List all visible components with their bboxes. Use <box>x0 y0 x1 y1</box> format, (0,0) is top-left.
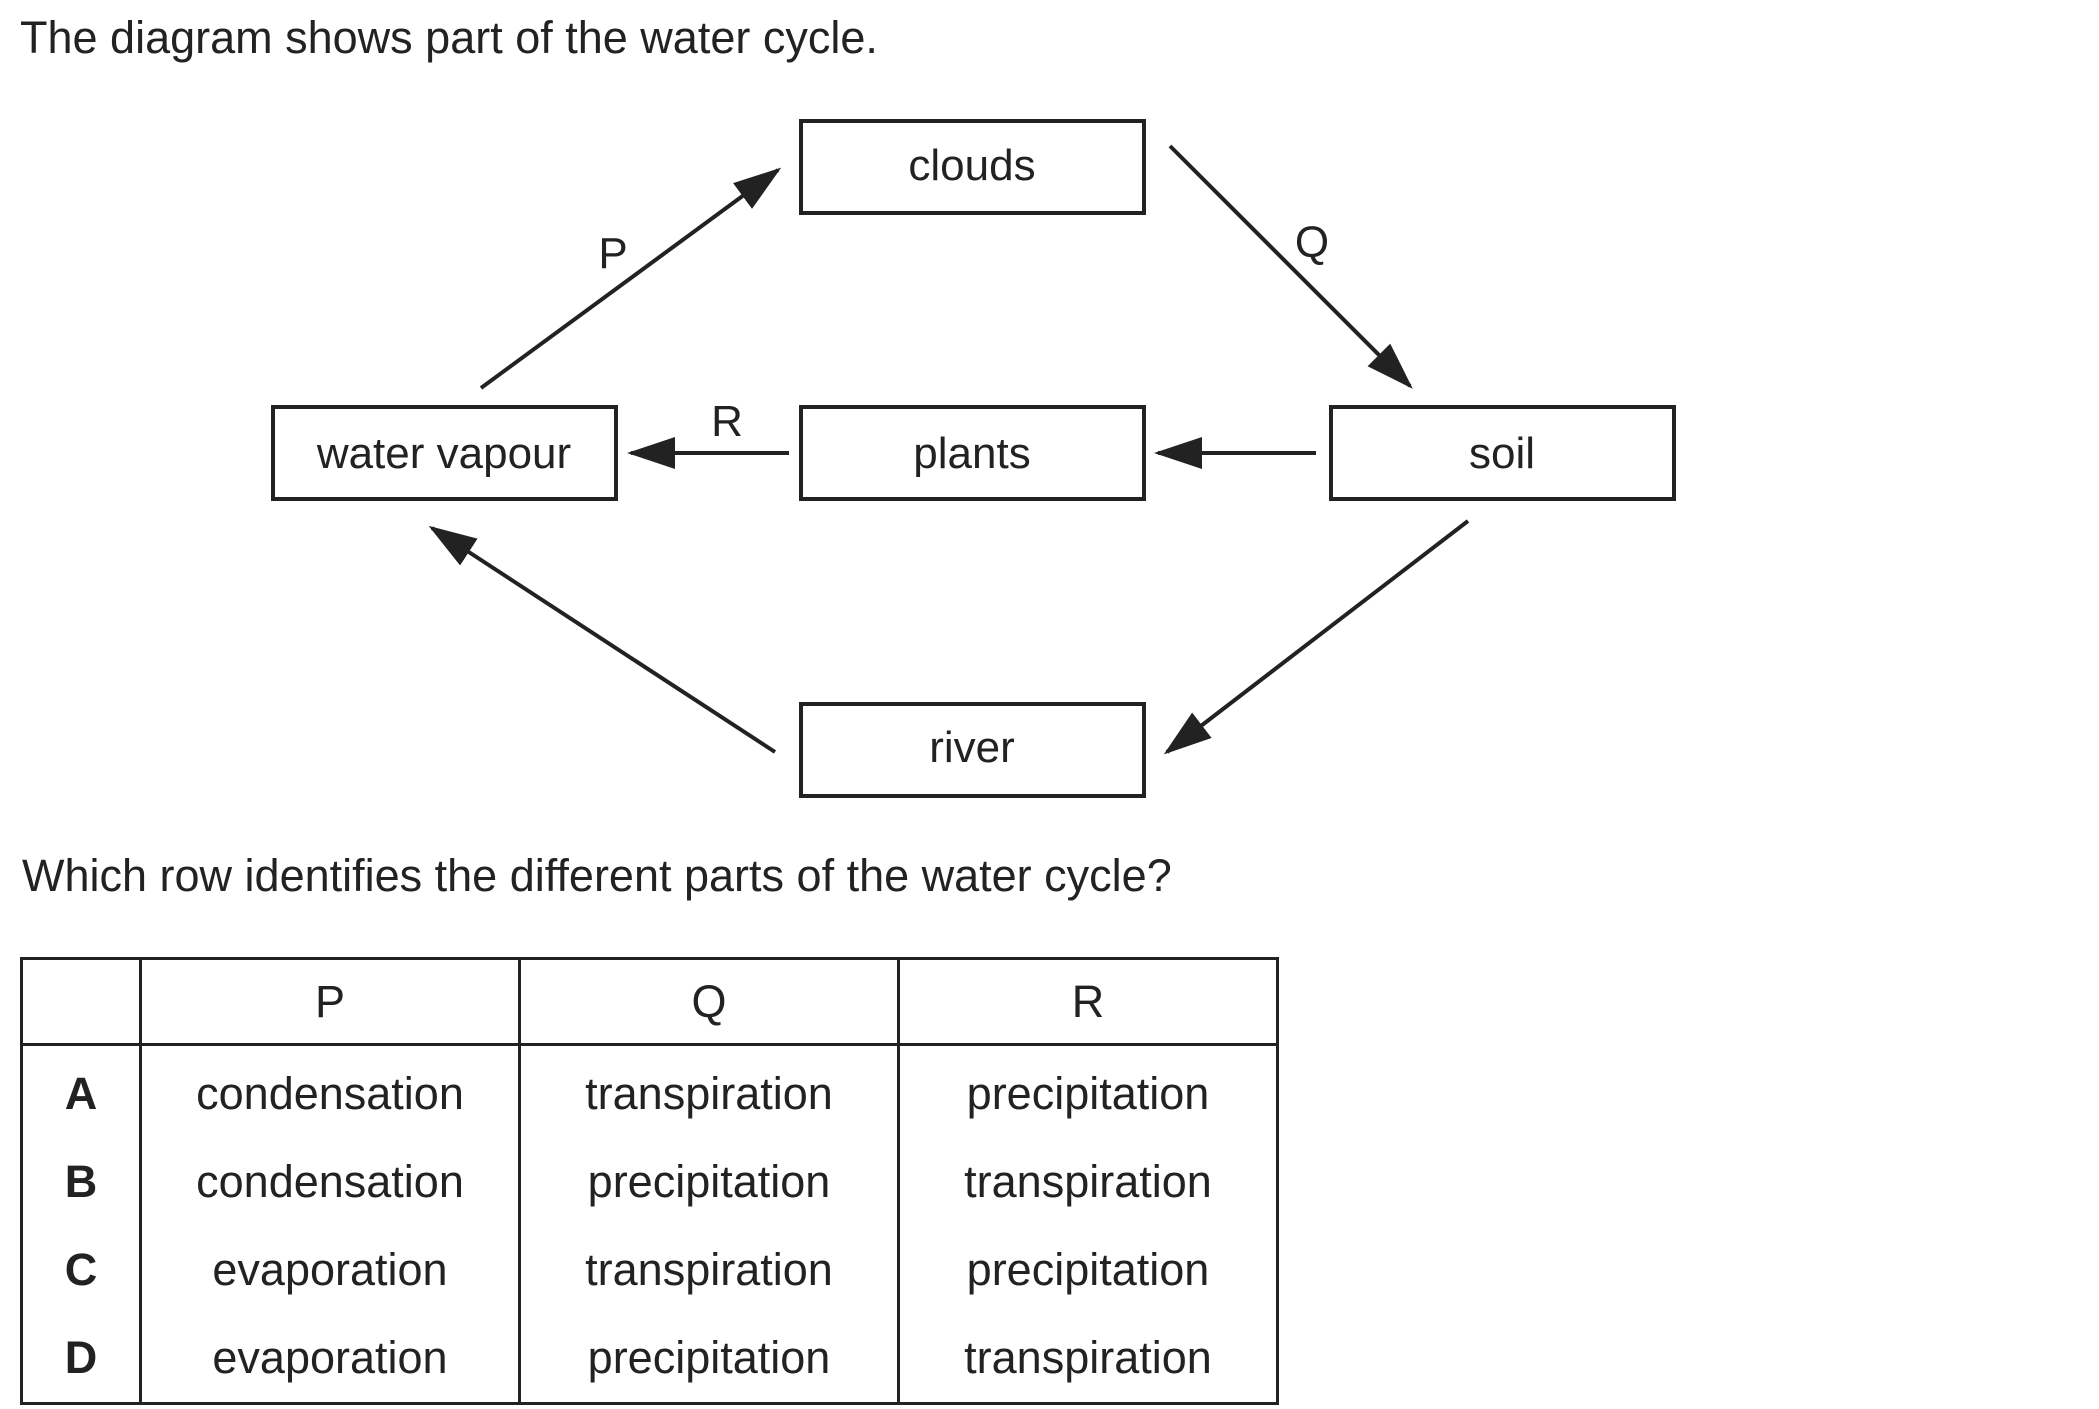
cell-q: transpiration <box>518 1226 900 1314</box>
node-water-vapour: water vapour <box>271 405 618 501</box>
header-blank <box>20 957 142 1046</box>
arrow-p-water-vapour-to-clouds <box>479 167 782 390</box>
row-key-a: A <box>20 1044 142 1138</box>
node-river: river <box>799 702 1146 798</box>
node-plants: plants <box>799 405 1146 501</box>
header-q: Q <box>518 957 900 1046</box>
row-key-c: C <box>20 1226 142 1314</box>
arrow-river-to-water-vapour <box>428 525 777 754</box>
cell-p: evaporation <box>139 1226 521 1314</box>
answer-table: P Q R A condensation transpiration preci… <box>20 957 1279 1405</box>
arrow-q-clouds-to-soil <box>1168 144 1413 389</box>
header-r: R <box>897 957 1279 1046</box>
arrow-soil-to-river <box>1163 519 1470 755</box>
arrow-label-q: Q <box>1295 218 1329 267</box>
table-row-d[interactable]: D evaporation precipitation transpiratio… <box>20 1314 1279 1405</box>
cell-r: transpiration <box>897 1138 1279 1226</box>
node-clouds: clouds <box>799 119 1146 215</box>
row-key-b: B <box>20 1138 142 1226</box>
cell-p: condensation <box>139 1138 521 1226</box>
cell-q: precipitation <box>518 1138 900 1226</box>
intro-text: The diagram shows part of the water cycl… <box>20 12 878 63</box>
table-row-a[interactable]: A condensation transpiration precipitati… <box>20 1044 1279 1138</box>
cell-p: condensation <box>139 1044 521 1138</box>
cell-r: transpiration <box>897 1314 1279 1405</box>
table-row-c[interactable]: C evaporation transpiration precipitatio… <box>20 1226 1279 1314</box>
node-water-vapour-label: water vapour <box>316 429 571 478</box>
question-text: Which row identifies the different parts… <box>22 850 1172 901</box>
cell-q: transpiration <box>518 1044 900 1138</box>
row-key-d: D <box>20 1314 142 1405</box>
arrow-label-r: R <box>711 397 743 446</box>
cell-r: precipitation <box>897 1044 1279 1138</box>
cell-p: evaporation <box>139 1314 521 1405</box>
node-clouds-label: clouds <box>908 141 1035 190</box>
cell-q: precipitation <box>518 1314 900 1405</box>
water-cycle-diagram: clouds water vapour plants soil river P … <box>271 119 1676 798</box>
arrow-label-p: P <box>598 229 627 278</box>
table-row-b[interactable]: B condensation precipitation transpirati… <box>20 1138 1279 1226</box>
cell-r: precipitation <box>897 1226 1279 1314</box>
node-river-label: river <box>929 723 1015 772</box>
node-plants-label: plants <box>913 429 1030 478</box>
table-header-row: P Q R <box>20 957 1279 1046</box>
header-p: P <box>139 957 521 1046</box>
node-soil-label: soil <box>1469 429 1535 478</box>
node-soil: soil <box>1329 405 1676 501</box>
